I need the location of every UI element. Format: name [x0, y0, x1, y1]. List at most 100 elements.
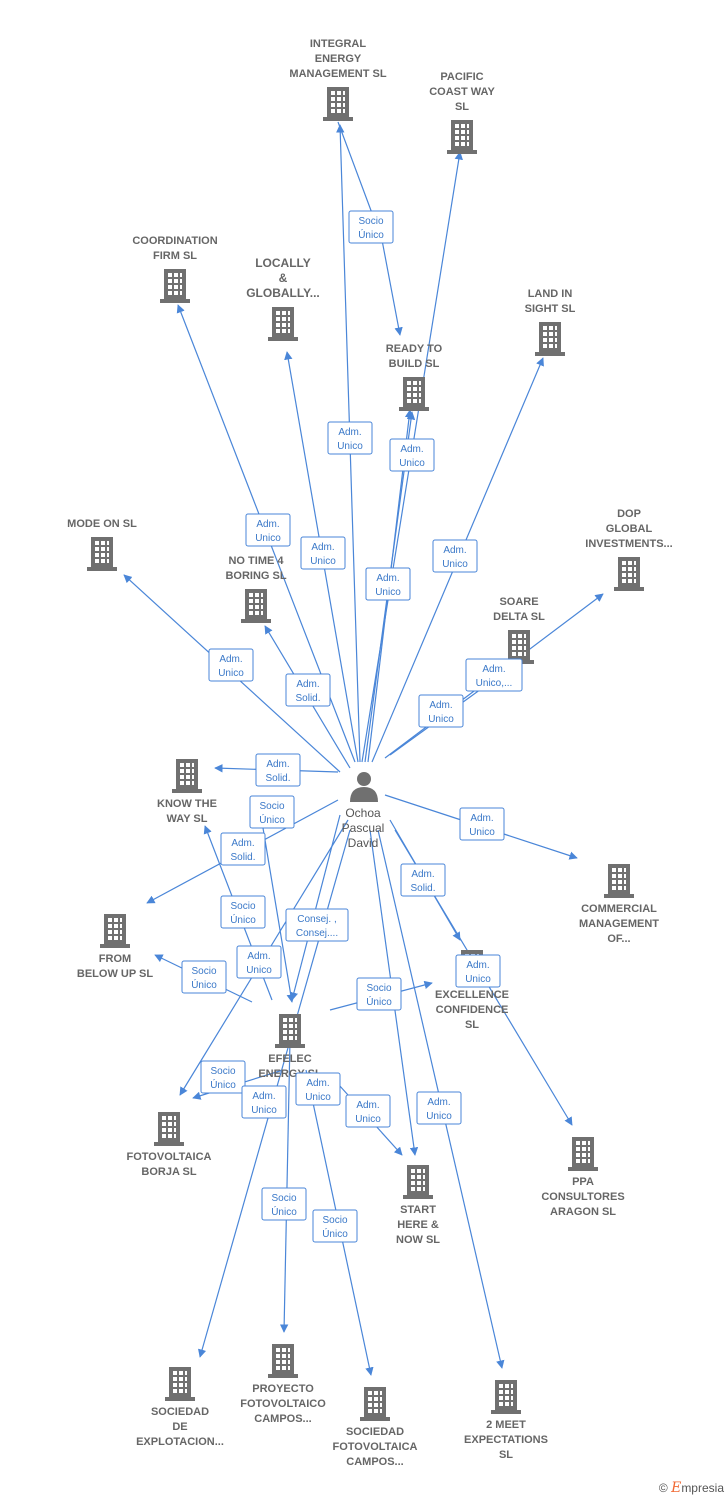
edge-label-e6[interactable]: Adm.Unico	[245, 513, 291, 547]
edge-label-e19[interactable]: Consej. ,Consej....	[285, 908, 349, 942]
edge-label-e11[interactable]: Adm. Solid.	[285, 673, 331, 707]
edge-label-text: Adm.	[443, 545, 466, 556]
building-icon	[241, 589, 271, 623]
edge-label-text: Adm.	[482, 664, 505, 675]
person-icon	[350, 772, 378, 802]
edge-label-e20[interactable]: Adm.Unico	[236, 945, 282, 979]
edge-label-box	[400, 863, 446, 897]
edge-label-box	[245, 513, 291, 547]
building-icon	[403, 1165, 433, 1199]
edge-label-text: Unico	[251, 1105, 277, 1116]
company-label: PACIFIC	[440, 71, 483, 83]
edge-label-e2[interactable]: Adm.Unico	[327, 421, 373, 455]
company-node-sociedadfoto[interactable]: SOCIEDADFOTOVOLTAICACAMPOS...	[333, 1387, 418, 1468]
building-icon	[491, 1380, 521, 1414]
edge-label-box	[418, 694, 464, 728]
edge-label-e25[interactable]: Adm. Unico	[241, 1085, 287, 1119]
company-label: EFELEC	[268, 1053, 311, 1065]
company-label: SOCIEDAD	[151, 1406, 209, 1418]
company-node-dop[interactable]: DOPGLOBALINVESTMENTS...	[585, 508, 673, 591]
edge-label-e8[interactable]: Adm.Unico	[208, 648, 254, 682]
edge-label-e12[interactable]: Adm.Unico	[365, 567, 411, 601]
company-label: HERE &	[397, 1219, 439, 1231]
edge-label-box	[220, 832, 266, 866]
edge-label-text: Adm.	[470, 813, 493, 824]
edge-label-text: Único	[366, 995, 392, 1008]
company-node-modeon[interactable]: MODE ON SL	[67, 518, 137, 571]
edge-e24	[279, 1039, 291, 1333]
edge-label-e5[interactable]: Adm. Unico	[432, 539, 478, 573]
edge-label-e15[interactable]: Adm.Solid.	[220, 832, 266, 866]
company-label: MANAGEMENT	[579, 918, 659, 930]
edge-label-text: Unico	[442, 559, 468, 570]
company-node-landinsight[interactable]: LAND IN SIGHT SL	[525, 288, 576, 356]
person-name: David	[348, 836, 379, 850]
company-label: EXPECTATIONS	[464, 1434, 548, 1446]
edge-label-text: Unico	[310, 556, 336, 567]
edge-label-e27[interactable]: Adm.Unico	[295, 1072, 341, 1106]
edge-label-text: Adm.	[296, 679, 319, 690]
edge-label-box	[200, 1060, 246, 1094]
edge-label-box	[255, 753, 301, 787]
company-node-sociedadexp[interactable]: SOCIEDADDEEXPLOTACION...	[136, 1367, 224, 1448]
edge-label-e28[interactable]: Adm.Unico	[345, 1094, 391, 1128]
building-icon	[165, 1367, 195, 1401]
edge-label-e13[interactable]: Adm.Solid.	[255, 753, 301, 787]
edge-label-text: Único	[271, 1205, 297, 1218]
edge-label-text: Solid.	[265, 773, 290, 784]
company-label: MODE ON SL	[67, 518, 137, 530]
edge-label-e17[interactable]: Adm.Solid.	[400, 863, 446, 897]
edge-label-text: Único	[259, 813, 285, 826]
edge-label-text: Adm.	[252, 1091, 275, 1102]
company-label: LAND IN	[528, 288, 573, 300]
company-label: SIGHT SL	[525, 303, 576, 315]
edge-label-box	[295, 1072, 341, 1106]
edge-label-e16[interactable]: Adm.Unico	[459, 807, 505, 841]
edge-label-text: Adm.	[231, 838, 254, 849]
building-icon	[360, 1387, 390, 1421]
edge-label-e22[interactable]: Adm.Unico	[455, 954, 501, 988]
company-label: FROM	[99, 953, 131, 965]
edge-label-text: Único	[358, 228, 384, 241]
company-label: FOTOVOLTAICA	[127, 1151, 212, 1163]
edge-label-text: Socio	[322, 1215, 347, 1226]
edge-label-e7[interactable]: Adm.Unico	[300, 536, 346, 570]
company-label: DOP	[617, 508, 641, 520]
company-node-proyecto[interactable]: PROYECTOFOTOVOLTAICOCAMPOS...	[240, 1344, 326, 1425]
company-node-commercial[interactable]: COMMERCIALMANAGEMENTOF...	[579, 864, 659, 945]
edge-label-text: Unico	[218, 668, 244, 679]
edge-label-text: Solid.	[295, 693, 320, 704]
edge-label-text: Adm.	[247, 951, 270, 962]
edge-label-e26[interactable]: Adm.Unico	[416, 1091, 462, 1125]
edge-label-box	[261, 1187, 307, 1221]
edge-label-e3[interactable]: Adm.Unico	[389, 438, 435, 472]
edge-label-e10[interactable]: Adm.Unico	[418, 694, 464, 728]
edge-label-e9[interactable]: Adm.Unico,...	[465, 658, 523, 692]
company-node-locally[interactable]: LOCALLY&GLOBALLY...	[246, 256, 320, 341]
